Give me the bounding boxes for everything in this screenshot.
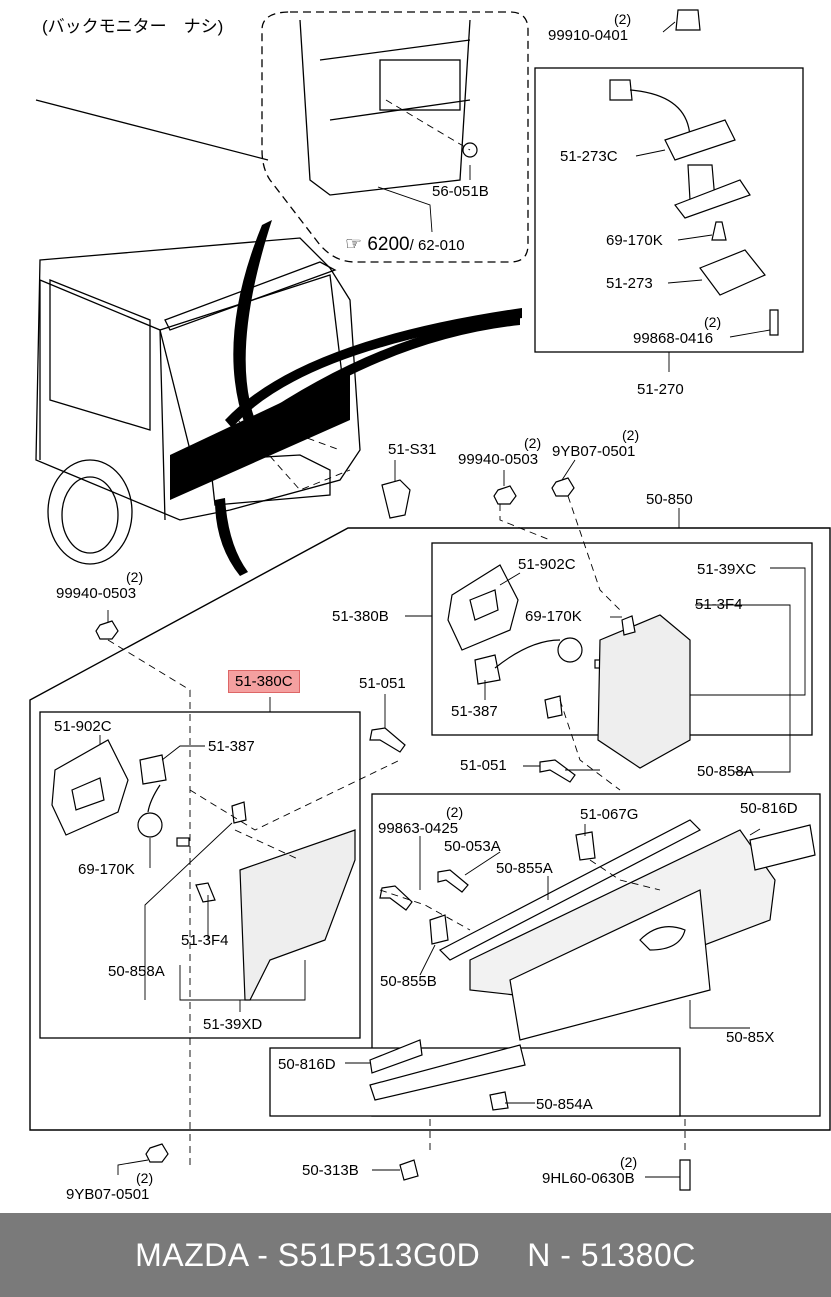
van-body xyxy=(35,99,361,521)
label-50-816D-right: 50-816D xyxy=(740,800,798,817)
label-99868-0416: 99868-0416 xyxy=(633,330,714,347)
label-51-39XC: 51-39XC xyxy=(697,561,757,578)
label-99940-0503-mid: 99940-0503 xyxy=(458,451,539,468)
label-51-273C: 51-273C xyxy=(560,148,618,165)
label-50-85X: 50-85X xyxy=(726,1029,775,1046)
label-50-858A-left: 50-858A xyxy=(108,963,165,980)
label-51-380B: 51-380B xyxy=(332,608,389,625)
label-51-3F4-mid: 51-3F4 xyxy=(695,596,743,613)
label-51-39XD: 51-39XD xyxy=(203,1016,263,1033)
label-69-170K-top: 69-170K xyxy=(606,232,663,249)
label-50-854A: 50-854A xyxy=(536,1096,593,1113)
box-51-380C xyxy=(39,711,361,1039)
label-99863-0425: 99863-0425 xyxy=(378,820,459,837)
label-50-313B: 50-313B xyxy=(302,1162,359,1179)
label-51-387-mid: 51-387 xyxy=(451,703,498,720)
label-50-850: 50-850 xyxy=(646,491,693,508)
label-9HL60-0630B: 9HL60-0630B xyxy=(542,1170,635,1187)
qty-9YB07-0501-top: (2) xyxy=(622,427,640,443)
label-50-053A: 50-053A xyxy=(444,838,501,855)
detail-callout xyxy=(261,11,529,263)
qty-99868-0416: (2) xyxy=(704,314,722,330)
label-51-902C-mid: 51-902C xyxy=(518,556,576,573)
label-51-902C-left: 51-902C xyxy=(54,718,112,735)
label-51-380C-highlighted: 51-380C xyxy=(228,670,300,693)
qty-9YB07-0501-bottom: (2) xyxy=(136,1170,154,1186)
label-99940-0503-left: 99940-0503 xyxy=(56,585,137,602)
footer-part-number: MAZDA - S51P513G0D N - 51380C xyxy=(135,1236,696,1273)
label-51-051-mid: 51-051 xyxy=(460,757,507,774)
ref-6200-value: 6200 xyxy=(367,234,410,255)
parts-diagram xyxy=(29,9,831,1191)
label-51-051-top: 51-051 xyxy=(359,675,406,692)
label-51-067G: 51-067G xyxy=(580,806,639,823)
qty-99940-0503-left: (2) xyxy=(126,569,144,585)
label-51-387-left: 51-387 xyxy=(208,738,255,755)
label-50-855A: 50-855A xyxy=(496,860,553,877)
box-51-270 xyxy=(534,67,804,353)
footer-bar: MAZDA - S51P513G0D N - 51380C xyxy=(0,1213,831,1297)
qty-9HL60-0630B: (2) xyxy=(620,1154,638,1170)
label-9YB07-0501-top: 9YB07-0501 xyxy=(552,443,636,460)
header-note: (バックモニター ナシ) xyxy=(42,17,224,36)
label-56-051B: 56-051B xyxy=(432,183,489,200)
pointing-hand-icon: ☞ xyxy=(345,234,363,255)
label-99910-0401: 99910-0401 xyxy=(548,27,629,44)
label-50-816D-left: 50-816D xyxy=(278,1056,336,1073)
qty-99910-0401: (2) xyxy=(614,11,632,27)
label-69-170K-mid: 69-170K xyxy=(525,608,582,625)
label-51-270: 51-270 xyxy=(637,381,684,398)
label-50-858A-mid: 50-858A xyxy=(697,763,754,780)
label-50-855B: 50-855B xyxy=(380,973,437,990)
qty-99940-0503-mid: (2) xyxy=(524,435,542,451)
ref-62-010: / 62-010 xyxy=(409,237,465,254)
box-50-850 xyxy=(29,527,831,1131)
label-9YB07-0501-bottom: 9YB07-0501 xyxy=(66,1186,150,1203)
qty-99863-0425: (2) xyxy=(446,804,464,820)
label-51-S31: 51-S31 xyxy=(388,441,437,458)
label-51-273: 51-273 xyxy=(606,275,653,292)
label-51-3F4-left: 51-3F4 xyxy=(181,932,229,949)
label-69-170K-left: 69-170K xyxy=(78,861,135,878)
ref-6200: ☞ 6200/ 62-010 xyxy=(345,235,465,254)
